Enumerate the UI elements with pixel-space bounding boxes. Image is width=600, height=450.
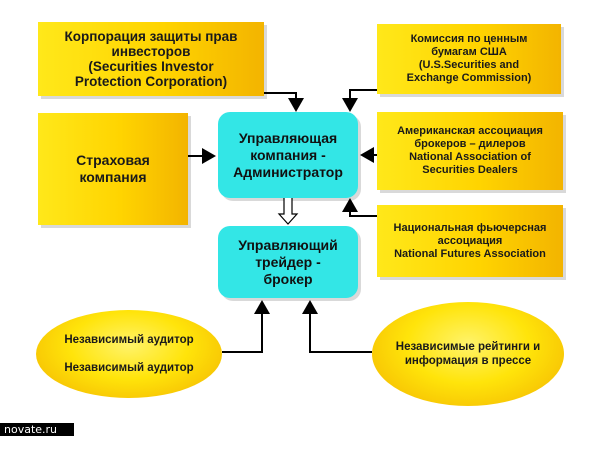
arrow-sec-admin — [342, 89, 377, 112]
admin-label: Управляющая компания - Администратор — [233, 129, 343, 180]
arrow-ratings-broker — [302, 300, 372, 353]
sipc-label: Корпорация защиты прав инвесторов (Secur… — [64, 29, 238, 89]
watermark: novate.ru — [0, 423, 74, 436]
admin-box: Управляющая компания - Администратор — [218, 112, 358, 198]
insurance-label: Страховая компания — [76, 152, 150, 185]
arrow-admin-broker — [277, 198, 299, 225]
sec-box: Комиссия по ценным бумагам США (U.S.Secu… — [377, 24, 561, 94]
nasd-box: Американская ассоциация брокеров – дилер… — [377, 112, 563, 190]
sipc-box: Корпорация защиты прав инвесторов (Secur… — [38, 22, 264, 96]
arrow-auditor-broker — [222, 300, 270, 353]
broker-label: Управляющий трейдер - брокер — [238, 236, 338, 287]
ratings-ellipse: Независимые рейтинги и информация в прес… — [372, 302, 564, 406]
insurance-box: Страховая компания — [38, 113, 188, 225]
arrow-sipc-admin — [264, 92, 304, 112]
nfa-box: Национальная фьючерсная ассоциация Natio… — [377, 205, 563, 277]
auditor-label-2: Независимый аудитор — [64, 362, 194, 374]
sec-label: Комиссия по ценным бумагам США (U.S.Secu… — [406, 33, 532, 84]
broker-box: Управляющий трейдер - брокер — [218, 226, 358, 298]
nfa-label: Национальная фьючерсная ассоциация Natio… — [393, 221, 547, 260]
nasd-label: Американская ассоциация брокеров – дилер… — [397, 125, 543, 176]
auditor-ellipse: Независимый аудитор Независимый аудитор — [36, 310, 222, 398]
auditor-label-1: Независимый аудитор — [64, 334, 194, 346]
ratings-label: Независимые рейтинги и информация в прес… — [395, 341, 541, 367]
arrow-nfa-admin — [342, 198, 377, 217]
